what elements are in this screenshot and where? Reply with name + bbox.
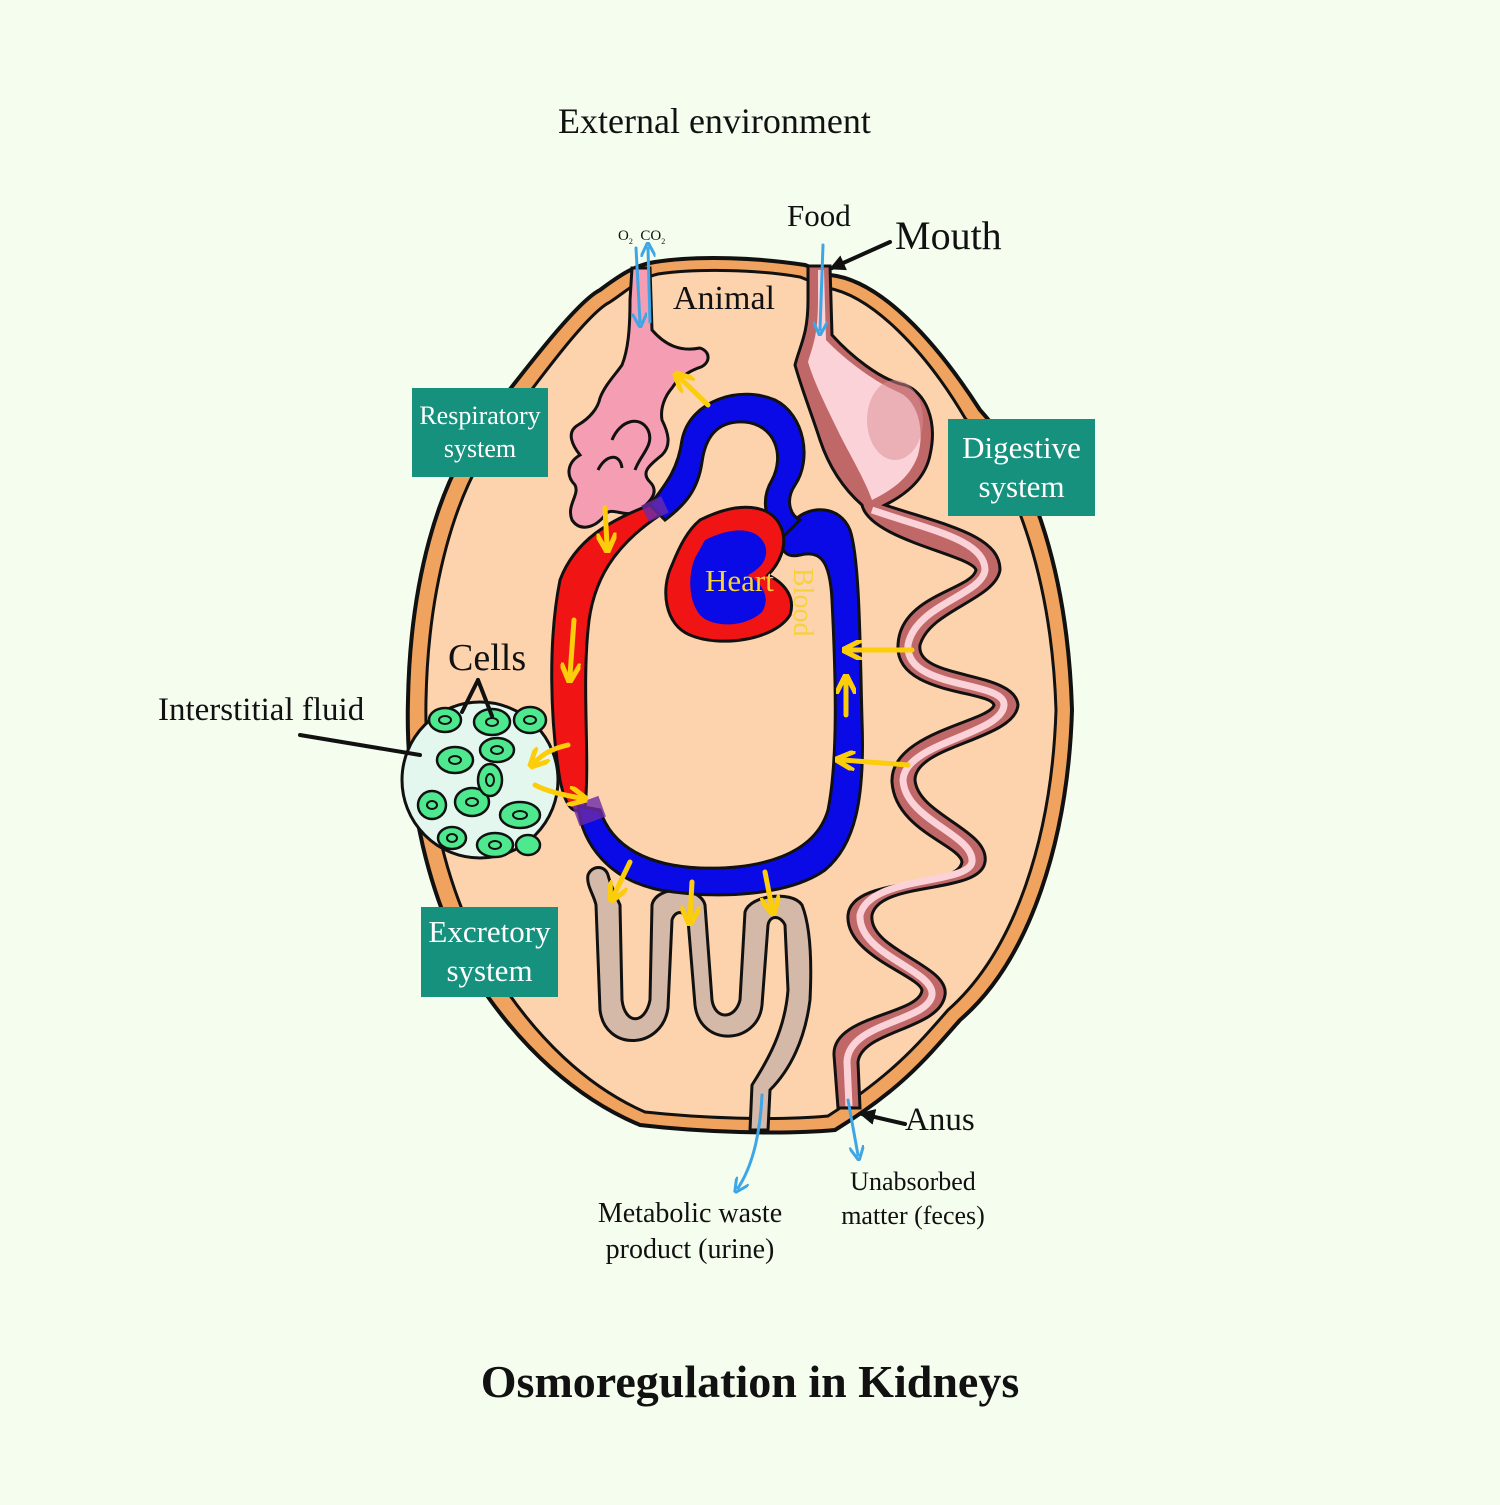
- arrow-blood-to-kidney-3: [765, 869, 772, 908]
- food-in-arrow: [820, 243, 823, 330]
- co2-out-arrow: [648, 248, 650, 324]
- feces-out-arrow: [846, 1098, 858, 1155]
- o2-in-arrow: [636, 246, 640, 322]
- digestive-tract: [793, 264, 1020, 1110]
- blood-label: Blood: [787, 568, 818, 637]
- excretory-line2: system: [446, 953, 533, 988]
- cells-pointer-1: [460, 678, 480, 714]
- arrow-blood-to-cells: [535, 742, 571, 762]
- co2-label: CO: [640, 228, 662, 244]
- respiratory-line1: Respiratory: [419, 401, 541, 430]
- digestive-line1: Digestive: [962, 429, 1081, 465]
- flow-arrows: [532, 378, 915, 918]
- anus-pointer: [858, 1109, 907, 1126]
- animal-label: Animal: [673, 280, 775, 317]
- respiratory-line2: system: [443, 433, 517, 463]
- pointer-lines: [298, 240, 907, 1126]
- o2-label: O: [618, 228, 629, 244]
- arrow-lungs-to-blood: [605, 505, 607, 545]
- urine-label-line2: product (urine): [605, 1234, 775, 1266]
- arrow-cells-to-blood: [532, 782, 580, 798]
- cells-label: Cells: [448, 637, 527, 679]
- exchange-arrows: [636, 245, 858, 1188]
- interstitial-pointer: [298, 733, 422, 757]
- blood-vessels: [550, 392, 864, 897]
- anus-label: Anus: [905, 1102, 975, 1138]
- interstitial-fluid-label: Interstitial fluid: [158, 692, 365, 728]
- external-environment-label: External environment: [558, 101, 871, 141]
- o2-subscript: 2: [628, 237, 633, 246]
- digestive-line2: system: [978, 468, 1065, 504]
- urine-out-arrow: [738, 1093, 764, 1188]
- cells-pointer-2: [476, 678, 494, 718]
- excretory-line1: Excretory: [428, 914, 551, 950]
- feces-label: Unabsorbed matter (feces): [828, 1165, 998, 1233]
- arrow-blood-to-kidney-1: [614, 859, 633, 895]
- diagram-title: Osmoregulation in Kidneys: [480, 1356, 1020, 1407]
- arrow-heart-to-lungs: [680, 378, 711, 408]
- co2-subscript: 2: [661, 237, 666, 246]
- respiratory-system-box: Respiratory system: [412, 388, 548, 477]
- arrow-down-red: [570, 617, 574, 675]
- cells-cluster: [400, 700, 560, 860]
- urine-label: Metabolic waste product (urine): [585, 1196, 795, 1269]
- mouth-label: Mouth: [895, 213, 1002, 258]
- kidney-tubule: [586, 866, 813, 1132]
- gas-exchange-label: O2 CO2: [618, 228, 665, 246]
- feces-label-line1: Unabsorbed: [850, 1167, 976, 1196]
- mouth-pointer: [829, 240, 892, 271]
- feces-label-line2: matter (feces): [841, 1200, 985, 1230]
- heart-label: Heart: [705, 563, 774, 598]
- food-label: Food: [787, 198, 851, 233]
- arrow-blood-to-kidney-2: [690, 879, 692, 918]
- arrow-intestine-to-blood-2: [843, 760, 911, 765]
- urine-label-line1: Metabolic waste: [597, 1198, 783, 1229]
